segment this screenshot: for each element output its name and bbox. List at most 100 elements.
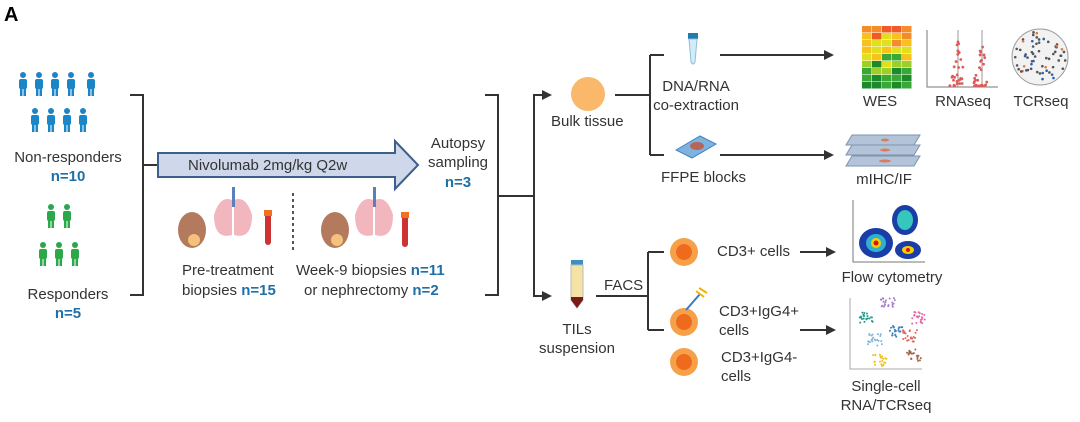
rnaseq-dot — [959, 58, 963, 61]
umap-dot — [865, 317, 868, 320]
tcr-node — [1057, 59, 1061, 62]
mihc-slides-icon — [845, 134, 921, 167]
tcr-node — [1018, 48, 1022, 52]
tcr-node — [1035, 42, 1038, 46]
rnaseq-dot — [952, 65, 956, 69]
umap-dot — [873, 360, 876, 363]
rnaseq-dot — [976, 78, 980, 82]
dna-rna-line1: DNA/RNA — [662, 78, 730, 95]
heatmap-cell — [862, 33, 872, 40]
tils-line1: TILs — [562, 321, 592, 338]
rnaseq-dot — [956, 40, 960, 44]
responders-label: Responders — [27, 286, 109, 303]
umap-dot — [921, 316, 924, 319]
umap-dot — [919, 357, 922, 360]
heatmap-cell — [902, 40, 912, 47]
heatmap-cell — [882, 82, 892, 89]
tcr-node — [1031, 45, 1035, 48]
umap-dot — [918, 312, 921, 315]
umap-dot — [881, 359, 884, 362]
non-responders-count: n=10 — [50, 168, 86, 185]
tcr-node — [1037, 49, 1041, 53]
umap-dot — [910, 357, 913, 360]
single-cell-line2: RNA/TCRseq — [840, 397, 932, 414]
umap-dot — [891, 305, 894, 308]
umap-dot — [859, 321, 862, 324]
heatmap-cell — [882, 54, 892, 61]
heatmap-cell — [902, 26, 912, 33]
umap-dot — [891, 301, 894, 304]
tcr-node — [1015, 64, 1019, 67]
rnaseq-dot — [955, 43, 959, 47]
tcrseq-label: TCRseq — [1013, 93, 1069, 110]
umap-dot — [870, 316, 873, 319]
umap-dot — [876, 344, 879, 347]
tcr-node — [1059, 54, 1063, 58]
rnaseq-dot — [978, 66, 981, 70]
umap-dot — [894, 333, 897, 336]
rnaseq-dot — [980, 84, 984, 87]
treatment-label: Nivolumab 2mg/kg Q2w — [188, 157, 348, 174]
umap-dot — [880, 343, 883, 346]
heatmap-cell — [892, 26, 902, 33]
umap-dot — [879, 360, 882, 363]
umap-dot — [863, 320, 866, 323]
umap-dot — [902, 330, 905, 333]
heatmap-cell — [872, 61, 882, 68]
rnaseq-dot — [974, 84, 978, 88]
tcr-node — [1035, 31, 1039, 35]
tcr-node — [1026, 56, 1029, 59]
week9-line1: Week-9 biopsies n=11 — [296, 262, 445, 279]
tcr-node — [1017, 67, 1020, 71]
umap-dot — [874, 339, 877, 342]
heatmap-cell — [862, 68, 872, 75]
tils-line2: suspension — [539, 340, 615, 357]
umap-dot — [874, 363, 877, 366]
week9-line2: or nephrectomy n=2 — [304, 282, 439, 299]
umap-dot — [881, 304, 884, 307]
umap-dot — [882, 357, 885, 360]
tcr-node — [1023, 54, 1027, 58]
dna-rna-line2: co-extraction — [653, 97, 739, 114]
rnaseq-dot — [974, 73, 978, 77]
umap-dot — [879, 333, 882, 336]
tcr-node — [1051, 65, 1055, 69]
igg4neg-line1: CD3+IgG4- — [721, 349, 798, 366]
umap-dot — [892, 297, 895, 300]
umap-dot — [921, 322, 924, 325]
facs-label: FACS — [604, 277, 644, 294]
tcr-node — [1030, 39, 1034, 43]
rnaseq-dot — [960, 82, 964, 85]
umap-dot — [917, 354, 920, 357]
cd3-igg4pos-cell-icon — [670, 308, 698, 336]
responders-people-icon — [39, 204, 79, 266]
heatmap-cell — [872, 33, 882, 40]
tcr-node — [1038, 72, 1042, 75]
panel-label: A — [4, 4, 19, 26]
heatmap-cell — [862, 26, 872, 33]
autopsy-line1: Autopsy — [430, 135, 486, 152]
umap-dot — [880, 298, 883, 301]
tcr-node — [1030, 50, 1034, 54]
tcr-node — [1050, 73, 1054, 76]
bulk-tissue-icon — [571, 77, 605, 111]
bulk-tissue-label: Bulk tissue — [551, 113, 624, 130]
heatmap-cell — [902, 54, 912, 61]
tcr-node — [1045, 69, 1048, 73]
rnaseq-dot — [948, 84, 952, 88]
tcr-node — [1015, 47, 1019, 51]
tcr-node — [1026, 68, 1030, 72]
umap-dot — [891, 332, 894, 335]
tcr-node — [1053, 50, 1057, 54]
rnaseq-dot — [961, 65, 965, 69]
umap-dot — [884, 361, 887, 364]
tcr-node — [1032, 31, 1035, 34]
tcr-node — [1041, 64, 1044, 68]
tcr-node — [1033, 55, 1037, 58]
rnaseq-dot — [981, 45, 984, 49]
rnaseq-dot — [951, 74, 955, 78]
heatmap-cell — [872, 75, 882, 82]
heatmap-cell — [872, 54, 882, 61]
umap-dot — [868, 317, 871, 320]
heatmap-cell — [862, 40, 872, 47]
